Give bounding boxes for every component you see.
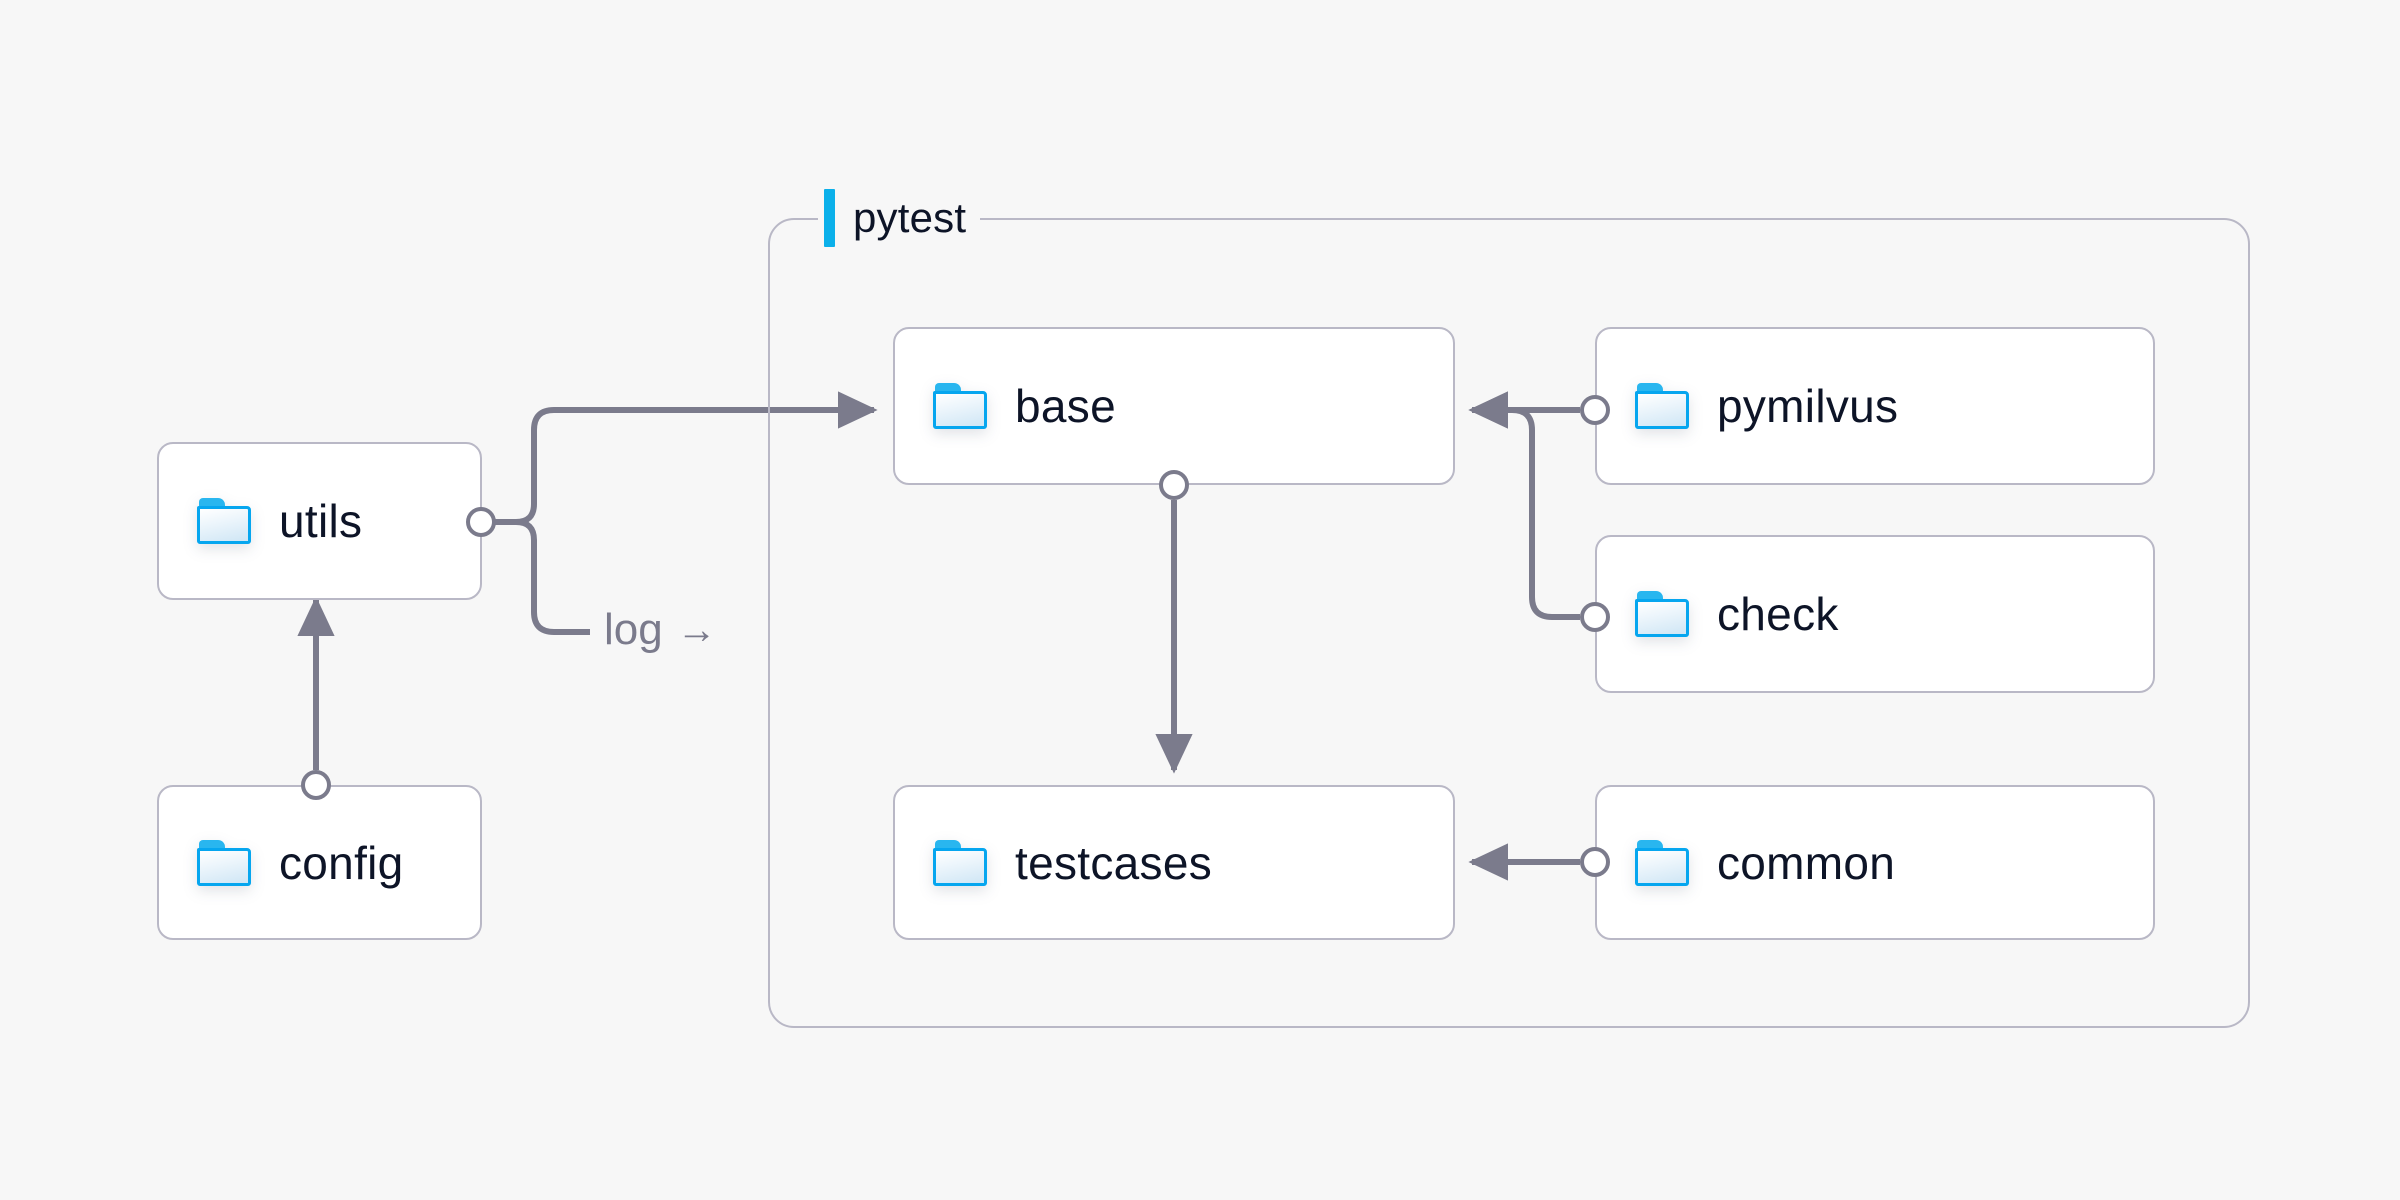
node-common-label: common xyxy=(1717,836,1896,889)
group-pytest[interactable] xyxy=(768,218,2250,1028)
node-check-label: check xyxy=(1717,588,1839,640)
port-pymilvus-left[interactable] xyxy=(1580,395,1610,425)
folder-icon xyxy=(933,383,987,429)
port-config-top[interactable] xyxy=(301,770,331,800)
folder-icon xyxy=(197,839,251,886)
node-config-label: config xyxy=(279,836,404,889)
node-testcases[interactable]: testcases xyxy=(893,785,1455,940)
edge-label-log-text: log xyxy=(604,605,663,654)
folder-icon xyxy=(197,498,251,544)
folder-icon xyxy=(1635,383,1689,429)
node-common[interactable]: common xyxy=(1595,785,2155,940)
node-base[interactable]: base xyxy=(893,327,1455,485)
edge-utils-log xyxy=(515,519,590,635)
edge-label-log: log → xyxy=(604,608,717,652)
node-base-label: base xyxy=(1015,380,1116,432)
node-utils-label: utils xyxy=(279,495,363,547)
node-testcases-label: testcases xyxy=(1015,836,1213,889)
node-utils[interactable]: utils xyxy=(157,442,482,600)
folder-icon xyxy=(933,839,987,886)
arrow-right-icon: → xyxy=(676,608,717,652)
folder-icon xyxy=(1635,839,1689,886)
group-accent-bar xyxy=(824,189,835,247)
port-base-bottom[interactable] xyxy=(1159,470,1189,500)
node-check[interactable]: check xyxy=(1595,535,2155,693)
port-check-left[interactable] xyxy=(1580,602,1610,632)
node-pymilvus-label: pymilvus xyxy=(1717,380,1899,432)
node-config[interactable]: config xyxy=(157,785,482,940)
node-pymilvus[interactable]: pymilvus xyxy=(1595,327,2155,485)
folder-icon xyxy=(1635,591,1689,637)
group-title: pytest xyxy=(853,194,967,241)
port-utils-right[interactable] xyxy=(466,507,496,537)
port-common-left[interactable] xyxy=(1580,847,1610,877)
group-pytest-label: pytest xyxy=(818,186,981,250)
